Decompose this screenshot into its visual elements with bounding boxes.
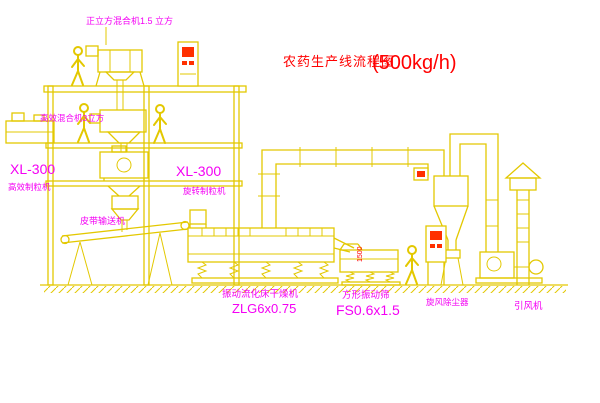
- cube-mixer-machine: [85, 45, 145, 110]
- granulator-left-machine: [5, 112, 55, 144]
- operator-figure-4: [405, 245, 419, 285]
- induced-draft-fan-machine: [475, 251, 544, 284]
- exhaust-stack: [504, 162, 542, 285]
- label-top-mixer-note: 正立方混合机1.5 立方: [86, 15, 173, 26]
- label-sieve-dimension: 1500: [357, 246, 364, 262]
- cyclone-outlet-duct: [449, 133, 499, 252]
- vibrating-sieve-machine: [339, 243, 401, 286]
- operator-figure-1: [71, 46, 85, 86]
- label-sieve-name: 方形振动筛: [342, 289, 390, 301]
- label-granulator-center-model: XL-300: [176, 163, 221, 179]
- label-dryer-name: 振动流化床干燥机: [222, 288, 299, 300]
- label-mixer-note: 高效混合机3立方: [40, 113, 104, 123]
- ground-line: [40, 284, 568, 293]
- label-granulator-left-name: 高效制粒机: [8, 182, 51, 192]
- control-cabinet-top: [177, 41, 199, 87]
- exhaust-duct: [258, 147, 445, 228]
- page-title: 农药生产线流程图: [283, 54, 395, 69]
- label-belt-conveyor: 皮带输送机: [80, 215, 125, 226]
- fluid-bed-dryer-machine: [187, 209, 355, 284]
- operator-figure-2: [77, 103, 91, 143]
- label-granulator-left-model: XL-300: [10, 161, 55, 177]
- mixer-machine: [89, 109, 147, 152]
- operator-figure-3: [153, 104, 167, 144]
- granulator-center-machine: [99, 145, 149, 232]
- label-fan: 引风机: [514, 300, 543, 312]
- duct-damper-box: [413, 167, 429, 181]
- title-capacity: (500kg/h): [372, 52, 457, 74]
- belt-conveyor-machine: [60, 220, 190, 286]
- control-cabinet-ground: [425, 225, 447, 285]
- label-granulator-center-name: 旋转制粒机: [183, 186, 226, 196]
- label-sieve-model: FS0.6x1.5: [336, 302, 400, 318]
- label-dryer-model: ZLG6x0.75: [232, 301, 296, 316]
- label-cyclone: 旋风除尘器: [426, 297, 469, 307]
